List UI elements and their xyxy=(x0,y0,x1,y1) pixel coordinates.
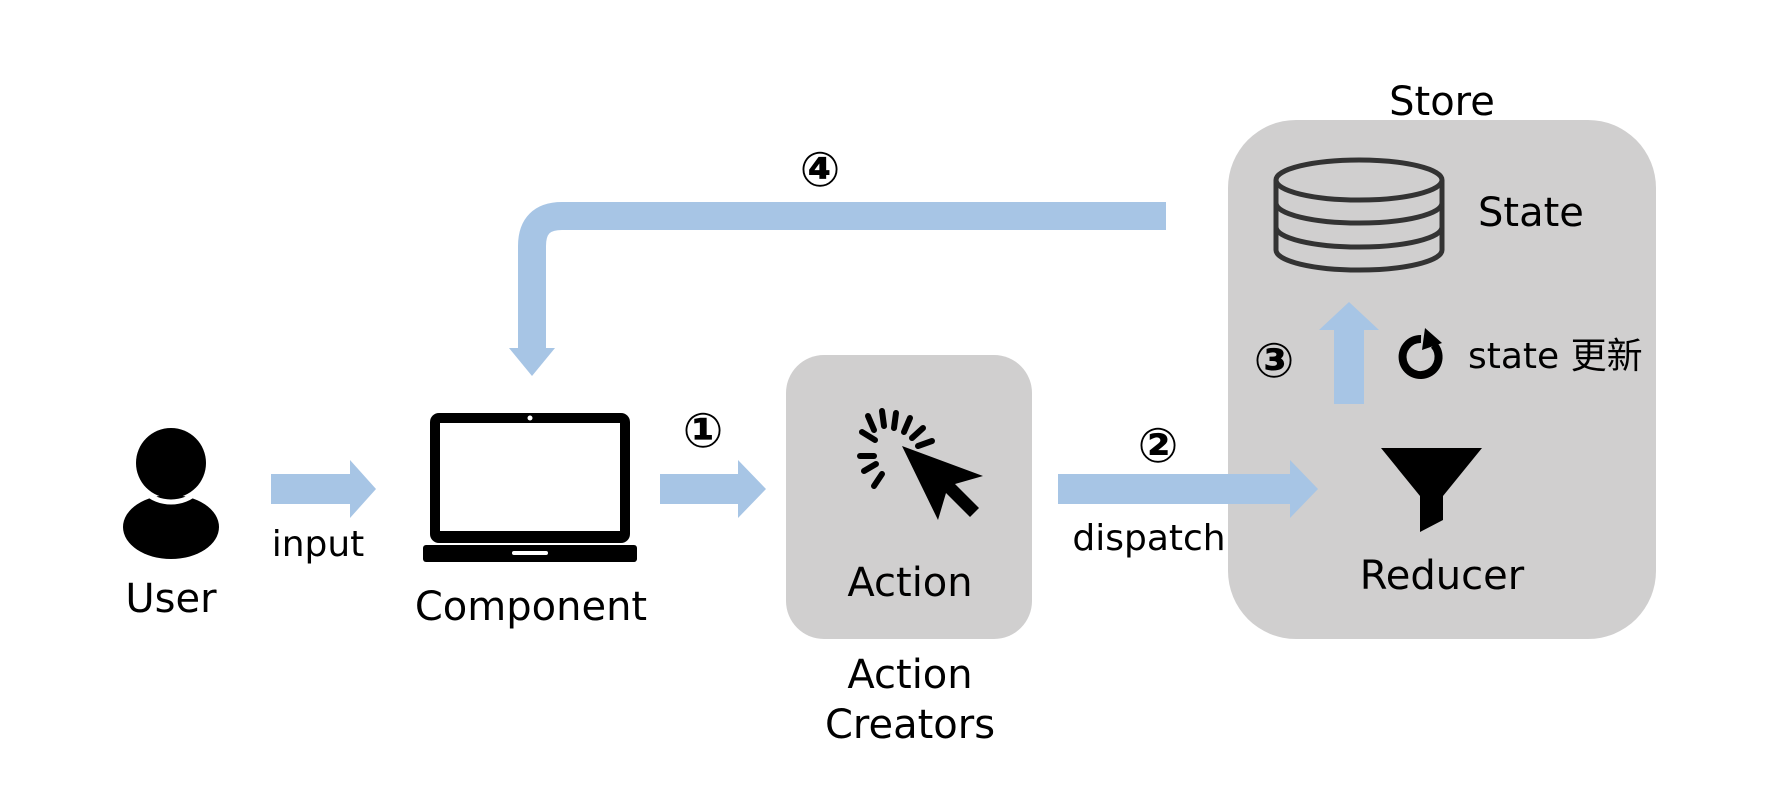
state-label: State xyxy=(1478,190,1584,236)
store-box xyxy=(1228,120,1656,639)
step1-label: ① xyxy=(683,403,724,459)
refresh-icon xyxy=(1398,328,1443,379)
component-label: Component xyxy=(415,584,647,630)
laptop-icon xyxy=(423,413,637,562)
user-icon xyxy=(123,421,219,559)
dispatch-arrow xyxy=(1058,460,1318,518)
step2-label: ② xyxy=(1138,418,1179,474)
action-creators-label-line1: Action xyxy=(847,652,972,698)
feedback-arrow xyxy=(509,202,1166,376)
action-label: Action xyxy=(847,560,972,606)
state-update-label: state 更新 xyxy=(1468,336,1643,377)
input-arrow xyxy=(271,460,376,518)
funnel-icon xyxy=(1381,448,1482,532)
step3-label: ③ xyxy=(1254,333,1295,389)
step4-label: ④ xyxy=(800,142,841,198)
action-creators-box xyxy=(786,355,1032,639)
user-label: User xyxy=(125,576,217,622)
step1-arrow xyxy=(660,460,766,518)
dispatch-label: dispatch xyxy=(1072,518,1225,559)
input-label: input xyxy=(272,524,365,565)
store-label: Store xyxy=(1389,79,1495,125)
reducer-label: Reducer xyxy=(1360,553,1525,599)
state-update-arrow xyxy=(1319,302,1379,404)
database-icon xyxy=(1273,157,1445,273)
cursor-click-icon xyxy=(857,408,983,520)
action-creators-label-line2: Creators xyxy=(825,702,995,748)
